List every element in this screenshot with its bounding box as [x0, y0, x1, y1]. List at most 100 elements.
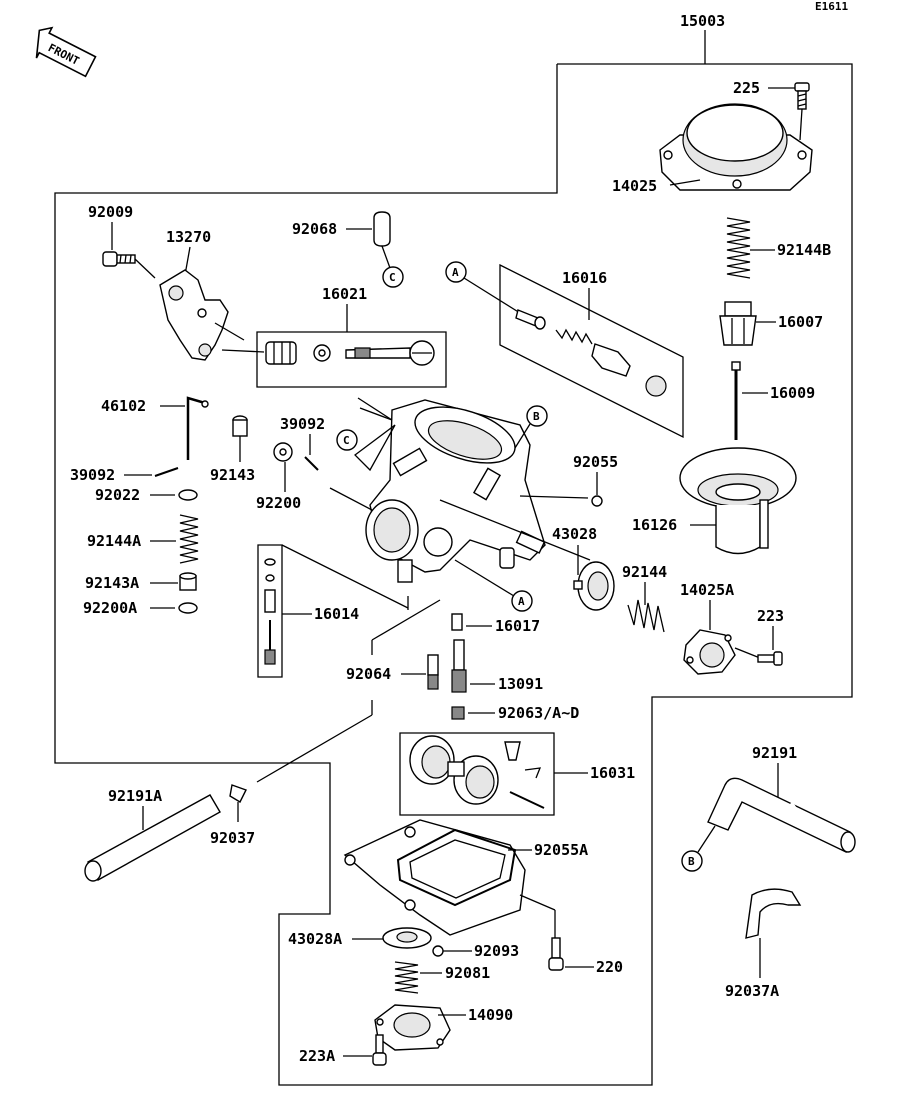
- label-16126: 16126: [632, 516, 677, 534]
- label-13091: 13091: [498, 675, 543, 693]
- svg-text:C: C: [343, 434, 350, 447]
- label-16007: 16007: [778, 313, 823, 331]
- oring-92093-icon: [432, 945, 444, 957]
- label-14090: 14090: [468, 1006, 513, 1024]
- label-92200A: 92200A: [83, 599, 137, 617]
- screw-225-icon: [794, 82, 810, 110]
- needle-jet-13091-icon: [451, 639, 467, 693]
- spring-92144A-icon: [179, 514, 199, 564]
- label-92191: 92191: [752, 744, 797, 762]
- diaphragm-43028A-icon: [382, 927, 432, 949]
- label-92009: 92009: [88, 203, 133, 221]
- kit-box-16014: [257, 544, 283, 678]
- kit-box-16016: [499, 263, 684, 439]
- svg-text:C: C: [389, 271, 396, 284]
- float-kit-16031-icon: [409, 735, 545, 809]
- label-92063: 92063/A~D: [498, 704, 579, 722]
- kit-box-16031: [399, 732, 555, 816]
- jet-16017-icon: [451, 613, 463, 631]
- hose-92191-icon: [707, 777, 856, 854]
- label-225: 225: [733, 79, 760, 97]
- label-92191A: 92191A: [108, 787, 162, 805]
- washer-92022-icon: [178, 489, 198, 501]
- label-220: 220: [596, 958, 623, 976]
- label-16017: 16017: [495, 617, 540, 635]
- spring-92081-icon: [394, 961, 419, 994]
- label-39092-a: 39092: [280, 415, 325, 433]
- label-92143: 92143: [210, 466, 255, 484]
- clip-92037-icon: [229, 784, 247, 803]
- label-92093: 92093: [474, 942, 519, 960]
- top-cover-14025-icon: [659, 103, 813, 191]
- clip-92037A-icon: [745, 888, 802, 939]
- label-14025A: 14025A: [680, 581, 734, 599]
- label-92200: 92200: [256, 494, 301, 512]
- label-92064: 92064: [346, 665, 391, 683]
- cap-92068-icon: [373, 211, 391, 247]
- label-92144A: 92144A: [87, 532, 141, 550]
- label-15003: 15003: [680, 12, 725, 30]
- pin-39092-b-icon: [154, 467, 179, 477]
- collar-92143A-icon: [179, 572, 197, 591]
- svg-text:A: A: [452, 266, 459, 279]
- label-39092-b: 39092: [70, 466, 115, 484]
- callout-b-bottom: [681, 850, 703, 872]
- label-43028: 43028: [552, 525, 597, 543]
- diaphragm-16126-icon: [679, 447, 797, 555]
- needle-holder-16007-icon: [719, 301, 757, 346]
- label-43028A: 43028A: [288, 930, 342, 948]
- label-16016: 16016: [562, 269, 607, 287]
- label-16031: 16031: [590, 764, 635, 782]
- label-16021: 16021: [322, 285, 367, 303]
- cover-14090-icon: [374, 1004, 451, 1051]
- spring-92144B-icon: [726, 217, 751, 279]
- svg-text:B: B: [688, 855, 695, 868]
- diaphragm-43028-icon: [573, 561, 615, 611]
- label-92022: 92022: [95, 486, 140, 504]
- carburetor-body-icon: [329, 399, 546, 583]
- label-16014: 16014: [314, 605, 359, 623]
- collar-92143-icon: [232, 415, 248, 437]
- cover-14025A-icon: [683, 629, 736, 675]
- svg-text:A: A: [518, 595, 525, 608]
- starter-plunger-parts-icon: [515, 309, 667, 397]
- label-223A: 223A: [299, 1047, 335, 1065]
- front-arrow-icon: FRONT: [35, 26, 97, 78]
- oring-92055-icon: [591, 495, 603, 507]
- float-bowl-icon: [343, 819, 526, 936]
- label-92068: 92068: [292, 220, 337, 238]
- label-92144: 92144: [622, 563, 667, 581]
- callout-c-arrow: [354, 424, 396, 472]
- screw-92009-icon: [102, 251, 136, 267]
- washer-92200A-icon: [178, 602, 198, 614]
- pilot-jet-kit-icon: [264, 558, 276, 665]
- screw-223-icon: [757, 651, 783, 666]
- label-92037A: 92037A: [725, 982, 779, 1000]
- jet-92063-icon: [451, 706, 465, 720]
- label-92081: 92081: [445, 964, 490, 982]
- screw-220-icon: [548, 937, 564, 971]
- label-92037: 92037: [210, 829, 255, 847]
- callout-a-mid: [511, 590, 533, 612]
- hose-92191A-icon: [84, 794, 221, 882]
- label-13270: 13270: [166, 228, 211, 246]
- label-14025: 14025: [612, 177, 657, 195]
- label-16009: 16009: [770, 384, 815, 402]
- kit-box-16021: [256, 331, 447, 388]
- label-92143A: 92143A: [85, 574, 139, 592]
- screw-223A-icon: [372, 1034, 387, 1066]
- label-223: 223: [757, 607, 784, 625]
- label-92055: 92055: [573, 453, 618, 471]
- callout-b-mid: [526, 405, 548, 427]
- label-92055A: 92055A: [534, 841, 588, 859]
- rod-46102-icon: [186, 396, 209, 460]
- callout-c-top: [382, 266, 404, 288]
- pin-39092-icon: [304, 456, 319, 471]
- label-46102: 46102: [101, 397, 146, 415]
- throttle-lever-13270-icon: [159, 269, 229, 361]
- spring-92144-icon: [627, 599, 665, 633]
- svg-text:B: B: [533, 410, 540, 423]
- jet-92064-icon: [427, 654, 439, 690]
- label-92144B: 92144B: [777, 241, 831, 259]
